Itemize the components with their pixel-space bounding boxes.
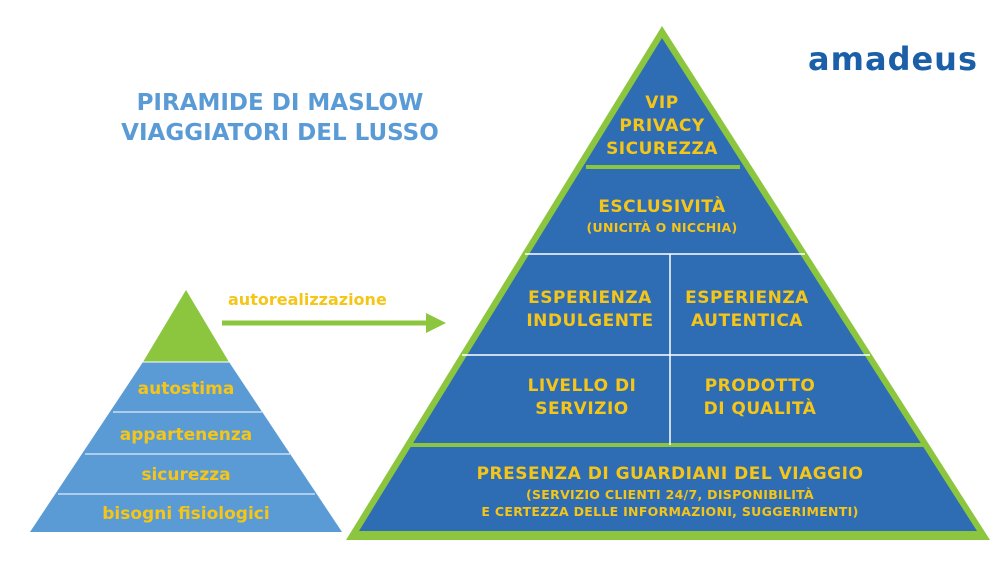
livello-di-servizio: LIVELLO DI SERVIZIO	[502, 375, 662, 421]
prodotto-line-1: PRODOTTO	[704, 376, 816, 396]
top-line-vip: VIP	[645, 93, 679, 113]
large-pyramid-body	[359, 38, 977, 531]
level-autostima: autostima	[137, 379, 235, 399]
large-pyramid	[346, 26, 990, 540]
level-bisogni-fisiologici: bisogni fisiologici	[102, 504, 270, 524]
amadeus-logo: amadeus	[808, 40, 978, 78]
small-pyramid-apex	[143, 290, 229, 362]
level-appartenenza: appartenenza	[119, 425, 253, 445]
arrow-head	[426, 313, 446, 333]
title-line-1: PIRAMIDE DI MASLOW	[136, 90, 424, 116]
base-main: PRESENZA DI GUARDIANI DEL VIAGGIO	[476, 464, 864, 484]
base-section: PRESENZA DI GUARDIANI DEL VIAGGIO (SERVI…	[420, 463, 920, 520]
esclusivita-main: ESCLUSIVITÀ	[598, 197, 726, 217]
base-sub-2: E CERTEZZA DELLE INFORMAZIONI, SUGGERIME…	[481, 504, 859, 519]
prodotto-line-2: DI QUALITÀ	[703, 399, 817, 419]
esperienza-indulgente: ESPERIENZA INDULGENTE	[515, 287, 665, 333]
top-line-privacy: PRIVACY	[619, 116, 705, 136]
livello-line-1: LIVELLO DI	[527, 376, 637, 396]
esclusivita-sub: (UNICITÀ O NICCHIA)	[586, 220, 738, 235]
base-sub-1: (SERVIZIO CLIENTI 24/7, DISPONIBILITÀ	[525, 487, 815, 502]
small-pyramid-body	[30, 362, 342, 532]
small-pyramid	[30, 290, 342, 532]
livello-line-2: SERVIZIO	[535, 399, 629, 419]
arrow-label: autorealizzazione	[228, 290, 387, 309]
esclusivita-section: ESCLUSIVITÀ (UNICITÀ O NICCHIA)	[532, 196, 792, 236]
prodotto-di-qualita: PRODOTTO DI QUALITÀ	[680, 375, 840, 421]
esperienza-indulgente-line-1: ESPERIENZA	[528, 288, 652, 308]
esperienza-indulgente-line-2: INDULGENTE	[526, 311, 654, 331]
esperienza-autentica-line-1: ESPERIENZA	[685, 288, 809, 308]
arrow	[222, 313, 446, 333]
esperienza-autentica: ESPERIENZA AUTENTICA	[672, 287, 822, 333]
level-sicurezza: sicurezza	[141, 465, 231, 485]
esperienza-autentica-line-2: AUTENTICA	[691, 311, 803, 331]
page-title: PIRAMIDE DI MASLOW VIAGGIATORI DEL LUSSO	[60, 88, 500, 148]
top-line-sicurezza: SICUREZZA	[606, 139, 718, 159]
top-section: VIP PRIVACY SICUREZZA	[562, 92, 762, 161]
title-line-2: VIAGGIATORI DEL LUSSO	[121, 120, 439, 146]
